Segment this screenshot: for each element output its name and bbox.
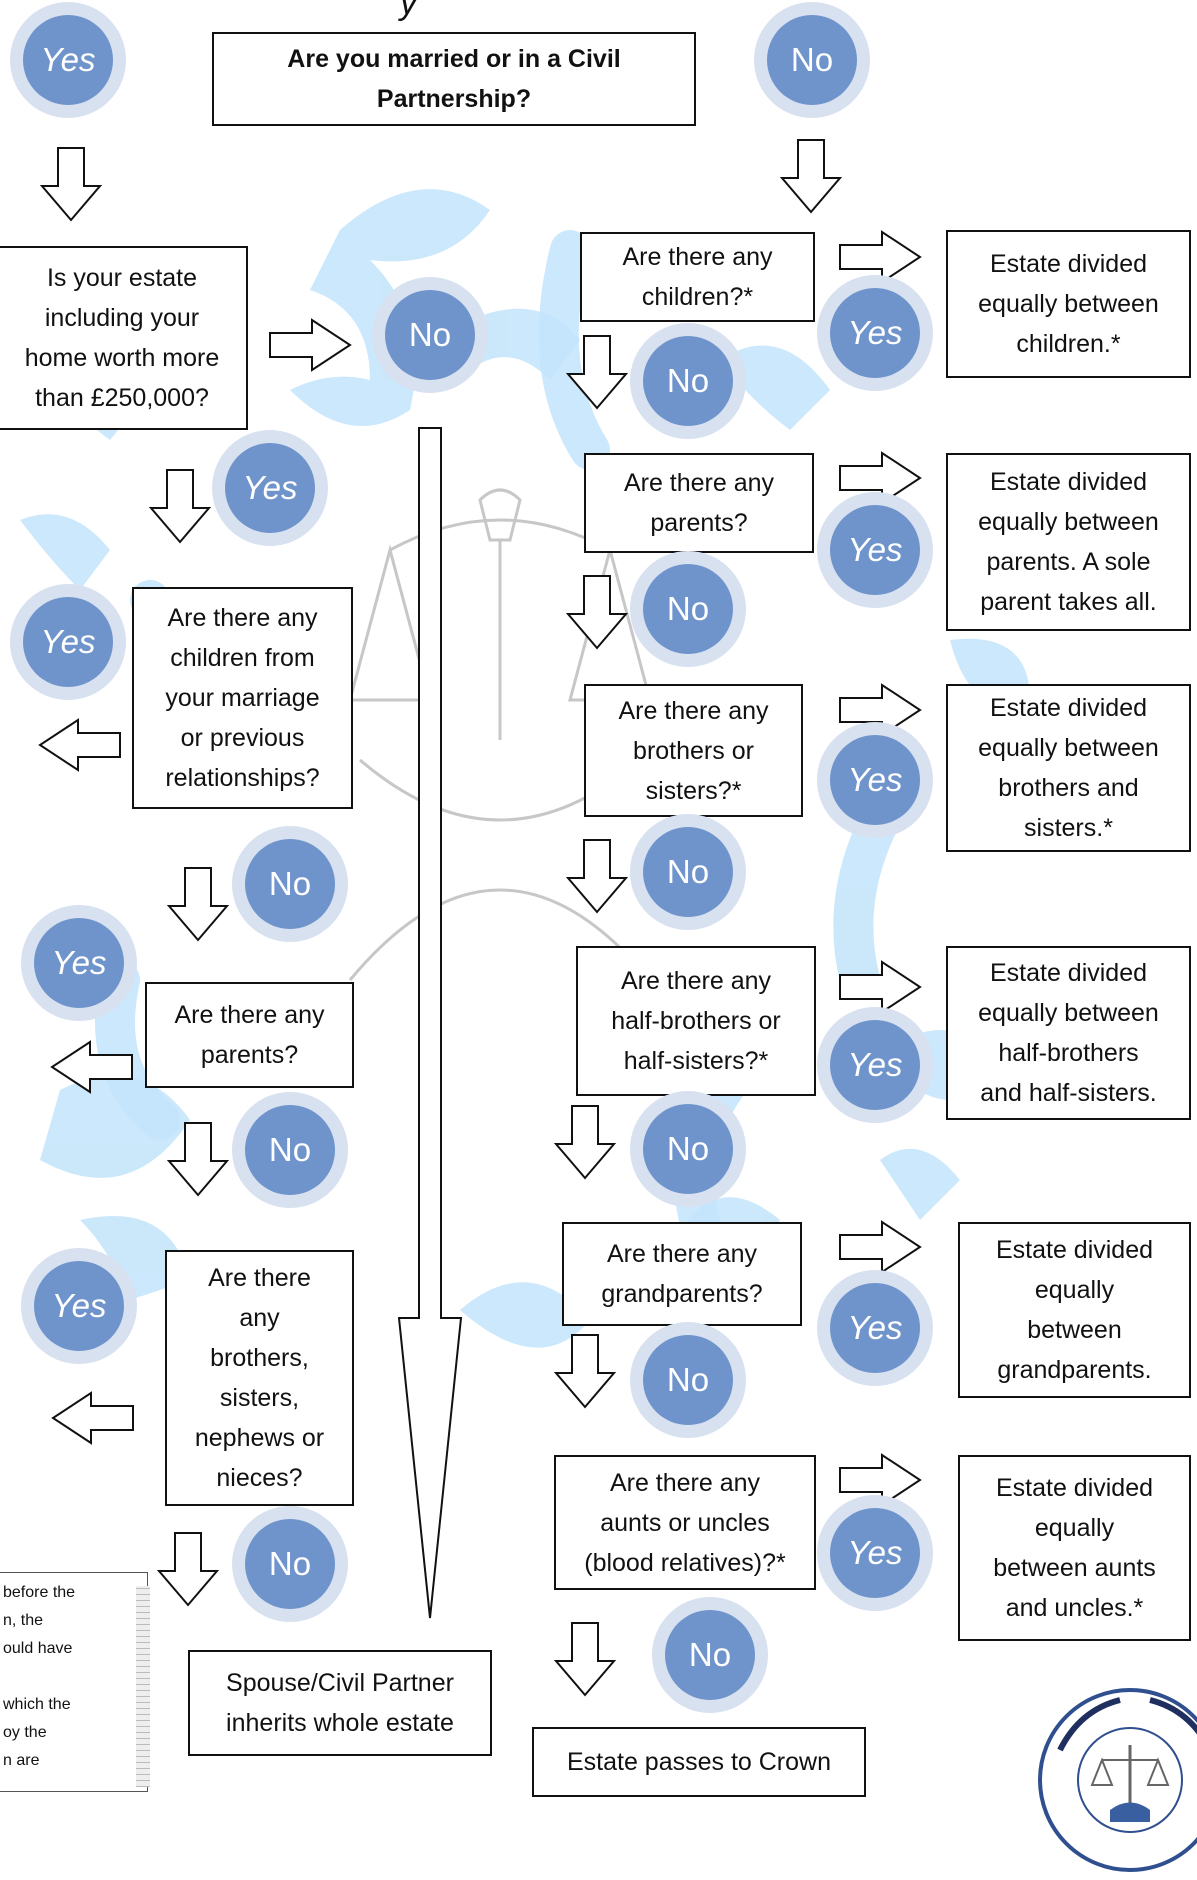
children-result: Estate divided equally between children.…: [946, 230, 1191, 378]
right-parents-question: Are there any parents?: [584, 453, 814, 553]
yes-circle-estate: Yes: [212, 430, 328, 546]
yes-circle-right-half: Yes: [817, 1007, 933, 1123]
root-question-box: Are you married or in a Civil Partnershi…: [212, 32, 696, 126]
yes-circle-left-siblings: Yes: [21, 1248, 137, 1364]
arrow-children-left: [39, 719, 121, 771]
no-circle-right-grand: No: [630, 1322, 746, 1438]
title-fragment: y: [400, 0, 417, 22]
long-arrow-down: [397, 427, 463, 1619]
arrow-r-half-no: [555, 1105, 615, 1179]
arrow-r-grand-yes: [839, 1221, 921, 1273]
yes-circle-right-siblings: Yes: [817, 722, 933, 838]
footnote-grid-edge: [136, 1586, 150, 1787]
arrow-estate-yes-down: [150, 469, 210, 543]
footnote-fragment: before the n, the ould have which the oy…: [0, 1572, 148, 1792]
no-circle-root: No: [754, 2, 870, 118]
no-circle-left-parents: No: [232, 1092, 348, 1208]
parents-result: Estate divided equally between parents. …: [946, 453, 1191, 631]
no-circle-left-siblings: No: [232, 1506, 348, 1622]
right-grandparents-question: Are there any grandparents?: [562, 1222, 802, 1326]
arrow-parents-left: [51, 1041, 133, 1093]
arrow-r-children-no: [567, 335, 627, 409]
no-circle-left-children: No: [232, 826, 348, 942]
half-siblings-result: Estate divided equally between half-brot…: [946, 946, 1191, 1120]
arrow-r-half-yes: [839, 961, 921, 1013]
left-siblings-question: Are there any brothers, sisters, nephews…: [165, 1250, 354, 1506]
yes-circle-left-children: Yes: [10, 584, 126, 700]
no-circle-right-half: No: [630, 1091, 746, 1207]
yes-circle-right-children: Yes: [817, 275, 933, 391]
right-children-question: Are there any children?*: [580, 232, 815, 322]
arrow-yes-down: [41, 147, 101, 221]
right-aunts-uncles-question: Are there any aunts or uncles (blood rel…: [554, 1455, 816, 1590]
right-siblings-question: Are there any brothers or sisters?*: [584, 684, 803, 817]
yes-circle-left-parents: Yes: [21, 905, 137, 1021]
society-logo: [1038, 1688, 1197, 1872]
no-circle-right-siblings: No: [630, 814, 746, 930]
no-circle-right-parents: No: [630, 551, 746, 667]
arrow-r-grand-no: [555, 1334, 615, 1408]
arrow-estate-no: [269, 319, 351, 371]
no-circle-right-children: No: [630, 323, 746, 439]
aunts-uncles-result: Estate divided equally between aunts and…: [958, 1455, 1191, 1641]
flow-arrows: [39, 139, 921, 1696]
arrow-siblings-left: [52, 1392, 134, 1444]
siblings-result: Estate divided equally between brothers …: [946, 684, 1191, 852]
left-parents-question: Are there any parents?: [145, 982, 354, 1088]
arrow-children-no-down: [168, 867, 228, 941]
arrow-no-down: [781, 139, 841, 213]
spouse-inherits-result: Spouse/Civil Partner inherits whole esta…: [188, 1650, 492, 1756]
yes-circle-root: Yes: [10, 2, 126, 118]
no-circle-right-aunts: No: [652, 1597, 768, 1713]
grandparents-result: Estate divided equally between grandpare…: [958, 1222, 1191, 1398]
arrow-r-parents-no: [567, 575, 627, 649]
no-circle-estate: No: [372, 277, 488, 393]
right-half-siblings-question: Are there any half-brothers or half-sist…: [576, 946, 816, 1096]
left-children-question: Are there any children from your marriag…: [132, 587, 353, 809]
yes-circle-right-aunts: Yes: [817, 1495, 933, 1611]
estate-value-question: Is your estate including your home worth…: [0, 246, 248, 430]
yes-circle-right-grand: Yes: [817, 1270, 933, 1386]
arrow-r-siblings-no: [567, 839, 627, 913]
arrow-r-aunts-no: [555, 1622, 615, 1696]
yes-circle-right-parents: Yes: [817, 492, 933, 608]
estate-to-crown-result: Estate passes to Crown: [532, 1727, 866, 1797]
arrow-parents-no-down: [168, 1122, 228, 1196]
arrow-siblings-no-down: [158, 1532, 218, 1606]
